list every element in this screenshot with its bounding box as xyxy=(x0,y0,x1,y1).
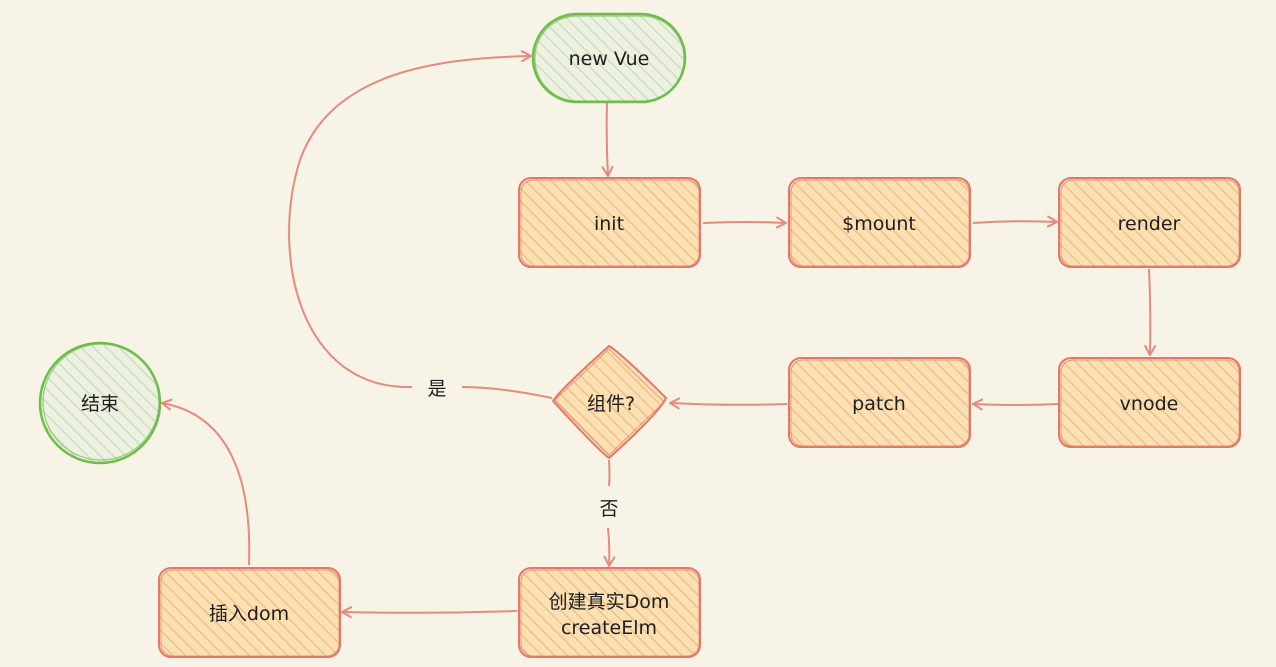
node-new-vue: new Vue xyxy=(531,12,687,104)
edge-patch-to-component xyxy=(669,397,788,410)
node-create-dom: 创建真实Dom createElm xyxy=(518,567,701,658)
node-mount-label: $mount xyxy=(842,213,916,235)
node-render: render xyxy=(1058,177,1241,268)
edge-component-no-upper xyxy=(608,459,611,487)
node-is-component: 组件? xyxy=(552,345,667,459)
edge-component-no-to-createdom xyxy=(603,527,616,567)
edge-component-yes-to-newvue-upper xyxy=(288,50,532,389)
node-end-label: 结束 xyxy=(81,393,119,415)
edges xyxy=(161,50,1157,619)
node-init-label: init xyxy=(594,213,624,235)
edge-insertdom-to-end xyxy=(161,398,251,566)
node-render-label: render xyxy=(1118,213,1181,235)
node-create-dom-line1: 创建真实Dom xyxy=(549,591,670,613)
node-insert-dom: 插入dom xyxy=(158,567,341,658)
edge-newvue-to-init xyxy=(601,101,614,177)
edge-createdom-to-insertdom xyxy=(341,606,518,619)
node-create-dom-line2: createElm xyxy=(561,617,657,639)
edge-mount-to-render xyxy=(972,215,1058,228)
edge-init-to-mount xyxy=(702,216,787,229)
node-new-vue-label: new Vue xyxy=(569,48,650,70)
node-mount: $mount xyxy=(788,177,971,268)
node-end: 结束 xyxy=(38,341,162,465)
node-insert-dom-label: 插入dom xyxy=(209,603,289,625)
node-init: init xyxy=(518,177,701,268)
edge-label-no: 否 xyxy=(599,498,618,520)
edge-render-to-vnode xyxy=(1144,268,1157,356)
edge-label-yes: 是 xyxy=(427,378,446,400)
node-vnode-label: vnode xyxy=(1120,393,1179,415)
node-is-component-label: 组件? xyxy=(587,393,635,415)
node-patch: patch xyxy=(788,357,971,448)
edge-vnode-to-patch xyxy=(972,398,1059,411)
node-vnode: vnode xyxy=(1058,357,1241,448)
node-patch-label: patch xyxy=(852,393,906,415)
edge-component-yes-to-newvue xyxy=(461,386,553,399)
